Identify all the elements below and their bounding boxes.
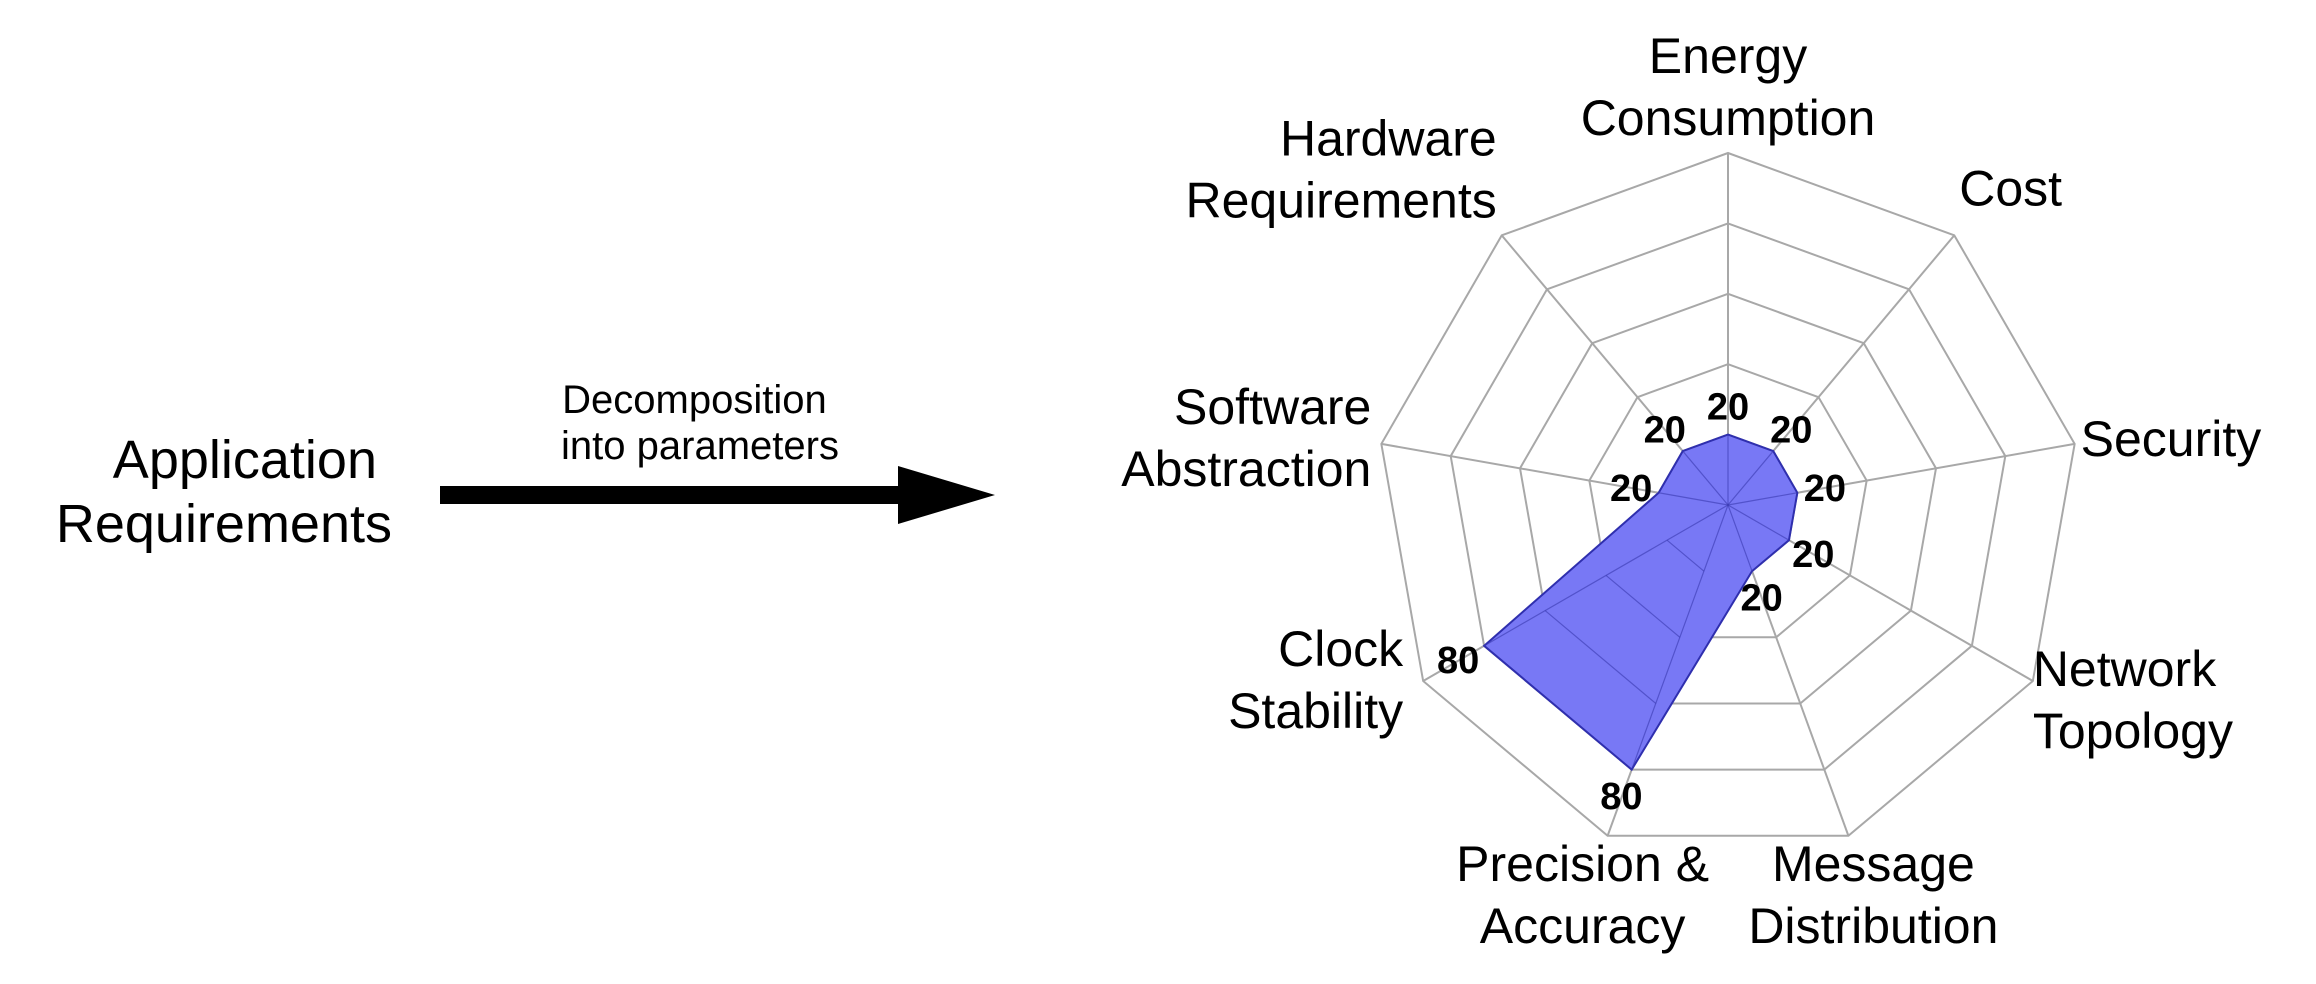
data-spoke xyxy=(1682,450,1729,506)
data-spoke xyxy=(1727,504,1753,572)
data-spoke xyxy=(1727,492,1798,506)
value-label: 20 xyxy=(1792,534,1834,576)
grid-ring xyxy=(1380,151,2076,837)
axis-label-line: Message xyxy=(1772,836,1975,892)
axis-label-line: Requirements xyxy=(1185,172,1496,228)
value-label: 20 xyxy=(1644,410,1686,452)
value-label: 20 xyxy=(1804,468,1846,510)
axis-label-line: Software xyxy=(1174,379,1371,435)
axis-label-line: Cost xyxy=(1959,160,2062,216)
axis-label-line: Abstraction xyxy=(1121,441,1371,497)
grid-ring xyxy=(1518,292,1938,705)
data-spoke xyxy=(1727,504,1790,541)
axis-label-line: Clock xyxy=(1278,621,1404,677)
value-label: 80 xyxy=(1437,640,1479,682)
axis-label-line: Precision & xyxy=(1456,836,1709,892)
radar-data-area xyxy=(1482,433,1799,772)
axis-label: Precision & Accuracy xyxy=(1456,836,1709,954)
data-polygon xyxy=(1482,433,1799,772)
value-label: 80 xyxy=(1600,776,1642,818)
application-requirements-label: Application Requirements xyxy=(56,430,392,554)
axis-label-line: Consumption xyxy=(1581,90,1876,146)
axis-label: Cost xyxy=(1959,160,2062,216)
value-label: 20 xyxy=(1741,577,1783,619)
grid-ring xyxy=(1588,363,1868,639)
value-label: 20 xyxy=(1770,410,1812,452)
value-label: 20 xyxy=(1707,387,1749,429)
data-ring-segment xyxy=(1544,610,1657,704)
data-spoke xyxy=(1658,492,1729,506)
arrow-icon xyxy=(440,466,995,524)
axis-label-line: Topology xyxy=(2033,703,2233,759)
axis-label-line: Energy xyxy=(1649,28,1807,84)
value-label: 20 xyxy=(1610,468,1652,510)
data-spoke xyxy=(1727,450,1774,506)
axis-label-line: Stability xyxy=(1228,683,1403,739)
grid-ring xyxy=(1449,222,2007,771)
axis-label: Security xyxy=(2081,411,2262,467)
data-ring-segment xyxy=(1666,539,1705,572)
decomposition-label: Decomposition into parameters xyxy=(561,378,839,468)
axis-label-line: Security xyxy=(2081,411,2262,467)
data-ring-segment xyxy=(1605,574,1681,638)
axis-label-line: Distribution xyxy=(1748,898,1998,954)
axis-label-line: Hardware xyxy=(1280,110,1497,166)
axis-label-line: Accuracy xyxy=(1480,898,1686,954)
axis-label-line: Network xyxy=(2033,641,2217,697)
radar-grid xyxy=(1380,151,2076,837)
